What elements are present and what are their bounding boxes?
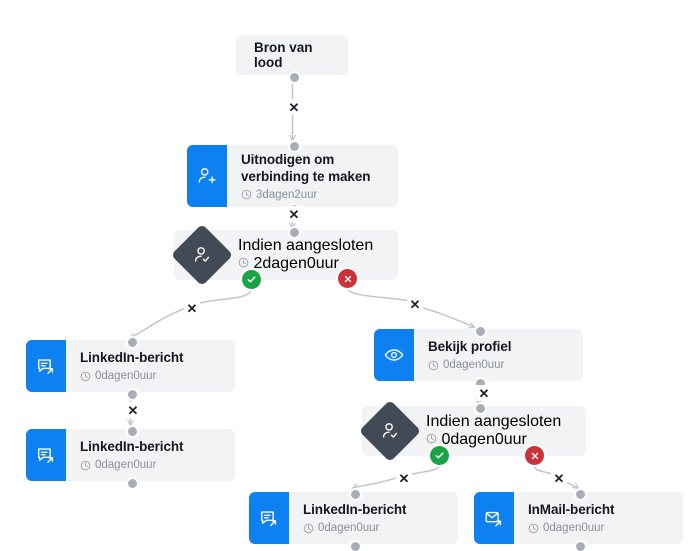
port-inmail-out[interactable] [574,540,587,551]
node-delay-text: 3dagen2uur [256,188,318,201]
edge-remove-icon-msg1-msg2[interactable]: ✕ [125,402,141,418]
port-msg3-in[interactable] [349,488,362,501]
edge-remove-icon-cond2-yes[interactable]: ✕ [396,470,412,486]
node-uitnodigen-om-verbinding-te-maken[interactable]: Uitnodigen om verbinding te maken 3dagen… [187,145,398,207]
badge-yes-cond2[interactable] [430,446,449,465]
edge-remove-icon-invite-cond1[interactable]: ✕ [286,206,302,222]
node-delay: 0dagen0uur [80,458,223,472]
clock-icon [426,433,437,444]
node-delay-text: 0dagen0uur [543,522,605,534]
port-view-in[interactable] [474,325,487,338]
node-linkedin-bericht-3[interactable]: LinkedIn-bericht 0dagen0uur [249,492,458,544]
person-check-icon [358,399,422,463]
node-title: LinkedIn-bericht [303,502,407,517]
eye-icon [374,329,414,381]
edge-remove-icon-start-invite[interactable]: ✕ [286,99,302,115]
edge-cond1-yes-b [131,307,187,338]
node-title: InMail-bericht [528,502,615,517]
port-msg2-in[interactable] [126,425,139,438]
node-delay: 0dagen0uur [428,358,571,372]
port-invite-in[interactable] [288,140,301,153]
node-delay: 3dagen2uur [241,188,386,202]
port-start-out[interactable] [288,71,301,84]
port-msg3-out[interactable] [349,540,362,551]
person-check-icon [170,223,234,287]
badge-no-cond1[interactable] [338,269,357,288]
badge-yes-cond1[interactable] [242,270,261,289]
edge-remove-icon-view-cond2[interactable]: ✕ [476,385,492,401]
node-body: LinkedIn-bericht 0dagen0uur [66,340,235,392]
edge-cond1-no-a [346,287,415,303]
node-title: LinkedIn-bericht [80,350,184,365]
badge-no-cond2[interactable] [525,446,544,465]
node-delay: 0dagen0uur [528,521,671,535]
port-msg1-out[interactable] [126,388,139,401]
node-body: Bekijk profiel 0dagen0uur [414,329,583,381]
port-msg2-out[interactable] [126,477,139,490]
node-delay: 0dagen0uur [80,369,223,383]
node-body: InMail-bericht 0dagen0uur [514,492,683,544]
edge-remove-icon-cond1-no[interactable]: ✕ [407,296,423,312]
check-icon [247,276,256,283]
linkedin-message-icon [249,492,289,544]
node-title: Bron van lood [254,40,313,70]
inmail-icon [474,492,514,544]
port-inmail-in[interactable] [574,488,587,501]
port-cond1-in[interactable] [288,226,301,239]
node-delay-text: 0dagen0uur [95,459,157,471]
port-msg1-in[interactable] [126,336,139,349]
linkedin-message-icon [26,429,66,481]
node-title: Bekijk profiel [428,339,512,354]
person-add-icon [187,145,227,207]
linkedin-message-icon [26,340,66,392]
close-icon [531,452,538,459]
node-body: LinkedIn-bericht 0dagen0uur [289,492,458,544]
clock-icon [241,189,252,200]
node-delay-text: 0dagen0uur [441,431,527,448]
node-bron-van-lood[interactable]: Bron van lood [236,35,348,75]
node-delay-text: 0dagen0uur [443,359,505,371]
node-title: Indien aangesloten [426,413,562,430]
clock-icon [528,523,539,533]
node-delay: 0dagen0uur [426,431,574,449]
edge-remove-icon-cond2-no[interactable]: ✕ [551,470,567,486]
close-icon [344,275,351,282]
clock-icon [80,460,91,470]
node-delay-text: 2dagen0uur [253,255,339,272]
edge-cond2-yes-b [353,477,397,488]
node-delay: 2dagen0uur [238,255,386,273]
clock-icon [303,523,314,533]
edge-cond1-yes-a [191,288,252,306]
node-body: LinkedIn-bericht 0dagen0uur [66,429,235,481]
node-delay-text: 0dagen0uur [95,370,157,382]
clock-icon [80,371,91,381]
node-title: LinkedIn-bericht [80,439,184,454]
node-body: Uitnodigen om verbinding te maken 3dagen… [227,145,398,207]
node-title: Uitnodigen om verbinding te maken [241,151,371,184]
node-delay-text: 0dagen0uur [318,522,380,534]
node-title: Indien aangesloten [238,237,374,254]
edge-remove-icon-cond1-yes[interactable]: ✕ [184,300,200,316]
check-icon [435,452,444,459]
port-cond2-in[interactable] [474,402,487,415]
clock-icon [428,360,439,370]
node-delay: 0dagen0uur [303,521,446,535]
clock-icon [238,257,249,268]
